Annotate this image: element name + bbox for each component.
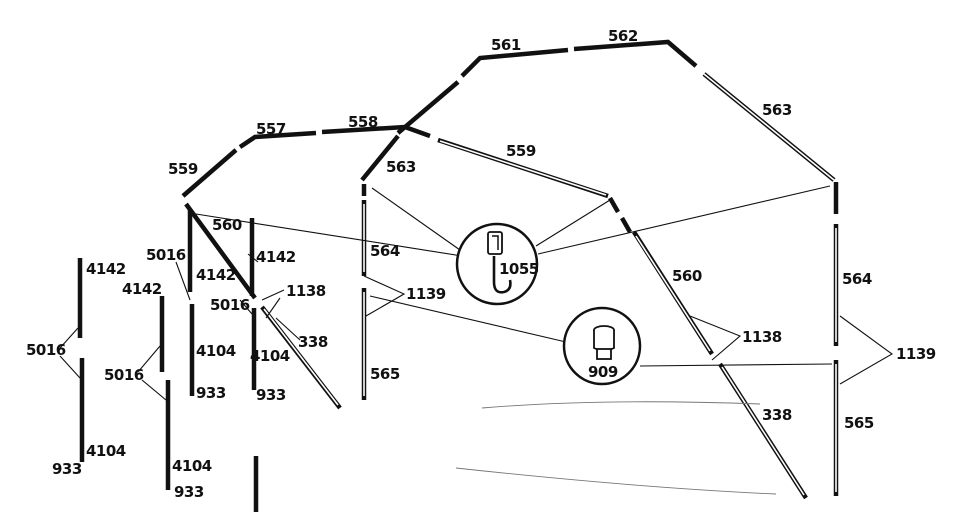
label-559-right: 559 [506,142,536,160]
pole-562 [573,39,698,68]
label-5016-c: 5016 [146,246,186,264]
label-933-b: 933 [196,384,226,402]
label-561: 561 [491,36,521,54]
label-560-mid: 560 [212,216,242,234]
label-4142-c: 4142 [122,280,162,298]
label-565-right: 565 [844,414,874,432]
label-909: 909 [588,363,618,381]
part-labels: 561 562 563 557 558 559 563 559 560 560 … [26,27,936,501]
label-557: 557 [256,120,286,138]
label-4142-d: 4142 [256,248,296,266]
label-933-c: 933 [174,483,204,501]
sloped-poles [184,202,808,500]
label-565-mid: 565 [370,365,400,383]
label-562: 562 [608,27,638,45]
label-563-mid: 563 [386,158,416,176]
callout-1055: 1055 [455,222,539,306]
pole-563-mid-upper [396,80,460,135]
pole-563-mid [360,134,400,182]
hook-icon [492,256,512,294]
label-560-right: 560 [672,267,702,285]
callout-909: 909 [562,306,642,386]
pole-561 [460,47,569,78]
pole-557 [238,130,317,149]
label-564-right: 564 [842,270,872,288]
pole-560-left [184,202,257,300]
label-4104-d: 4104 [250,347,290,365]
label-5016-b: 5016 [104,366,144,384]
label-1138-mid: 1138 [286,282,326,300]
label-5016-d: 5016 [210,296,250,314]
label-1138-right: 1138 [742,328,782,346]
leader-lines [59,185,894,495]
cap-icon [593,330,615,352]
label-338-mid: 338 [298,333,328,351]
rear-roof-frame [396,39,836,182]
label-1139-mid: 1139 [406,285,446,303]
label-4104-a: 4104 [86,442,126,460]
label-4104-b: 4104 [196,342,236,360]
label-4142-a: 4142 [86,260,126,278]
vertical-legs [77,182,839,512]
label-558: 558 [348,113,378,131]
label-4142-b: 4142 [196,266,236,284]
label-338-right: 338 [762,406,792,424]
label-559-left: 559 [168,160,198,178]
label-1139-right: 1139 [896,345,936,363]
label-564-mid: 564 [370,242,400,260]
label-933-a: 933 [52,460,82,478]
label-5016-a: 5016 [26,341,66,359]
pole-559-left [181,148,238,198]
label-563-right: 563 [762,101,792,119]
label-933-d: 933 [256,386,286,404]
front-roof-frame [181,124,632,234]
label-4104-c: 4104 [172,457,212,475]
label-1055: 1055 [499,260,539,278]
pole-558 [321,124,431,139]
pole-559-tip [608,196,620,214]
